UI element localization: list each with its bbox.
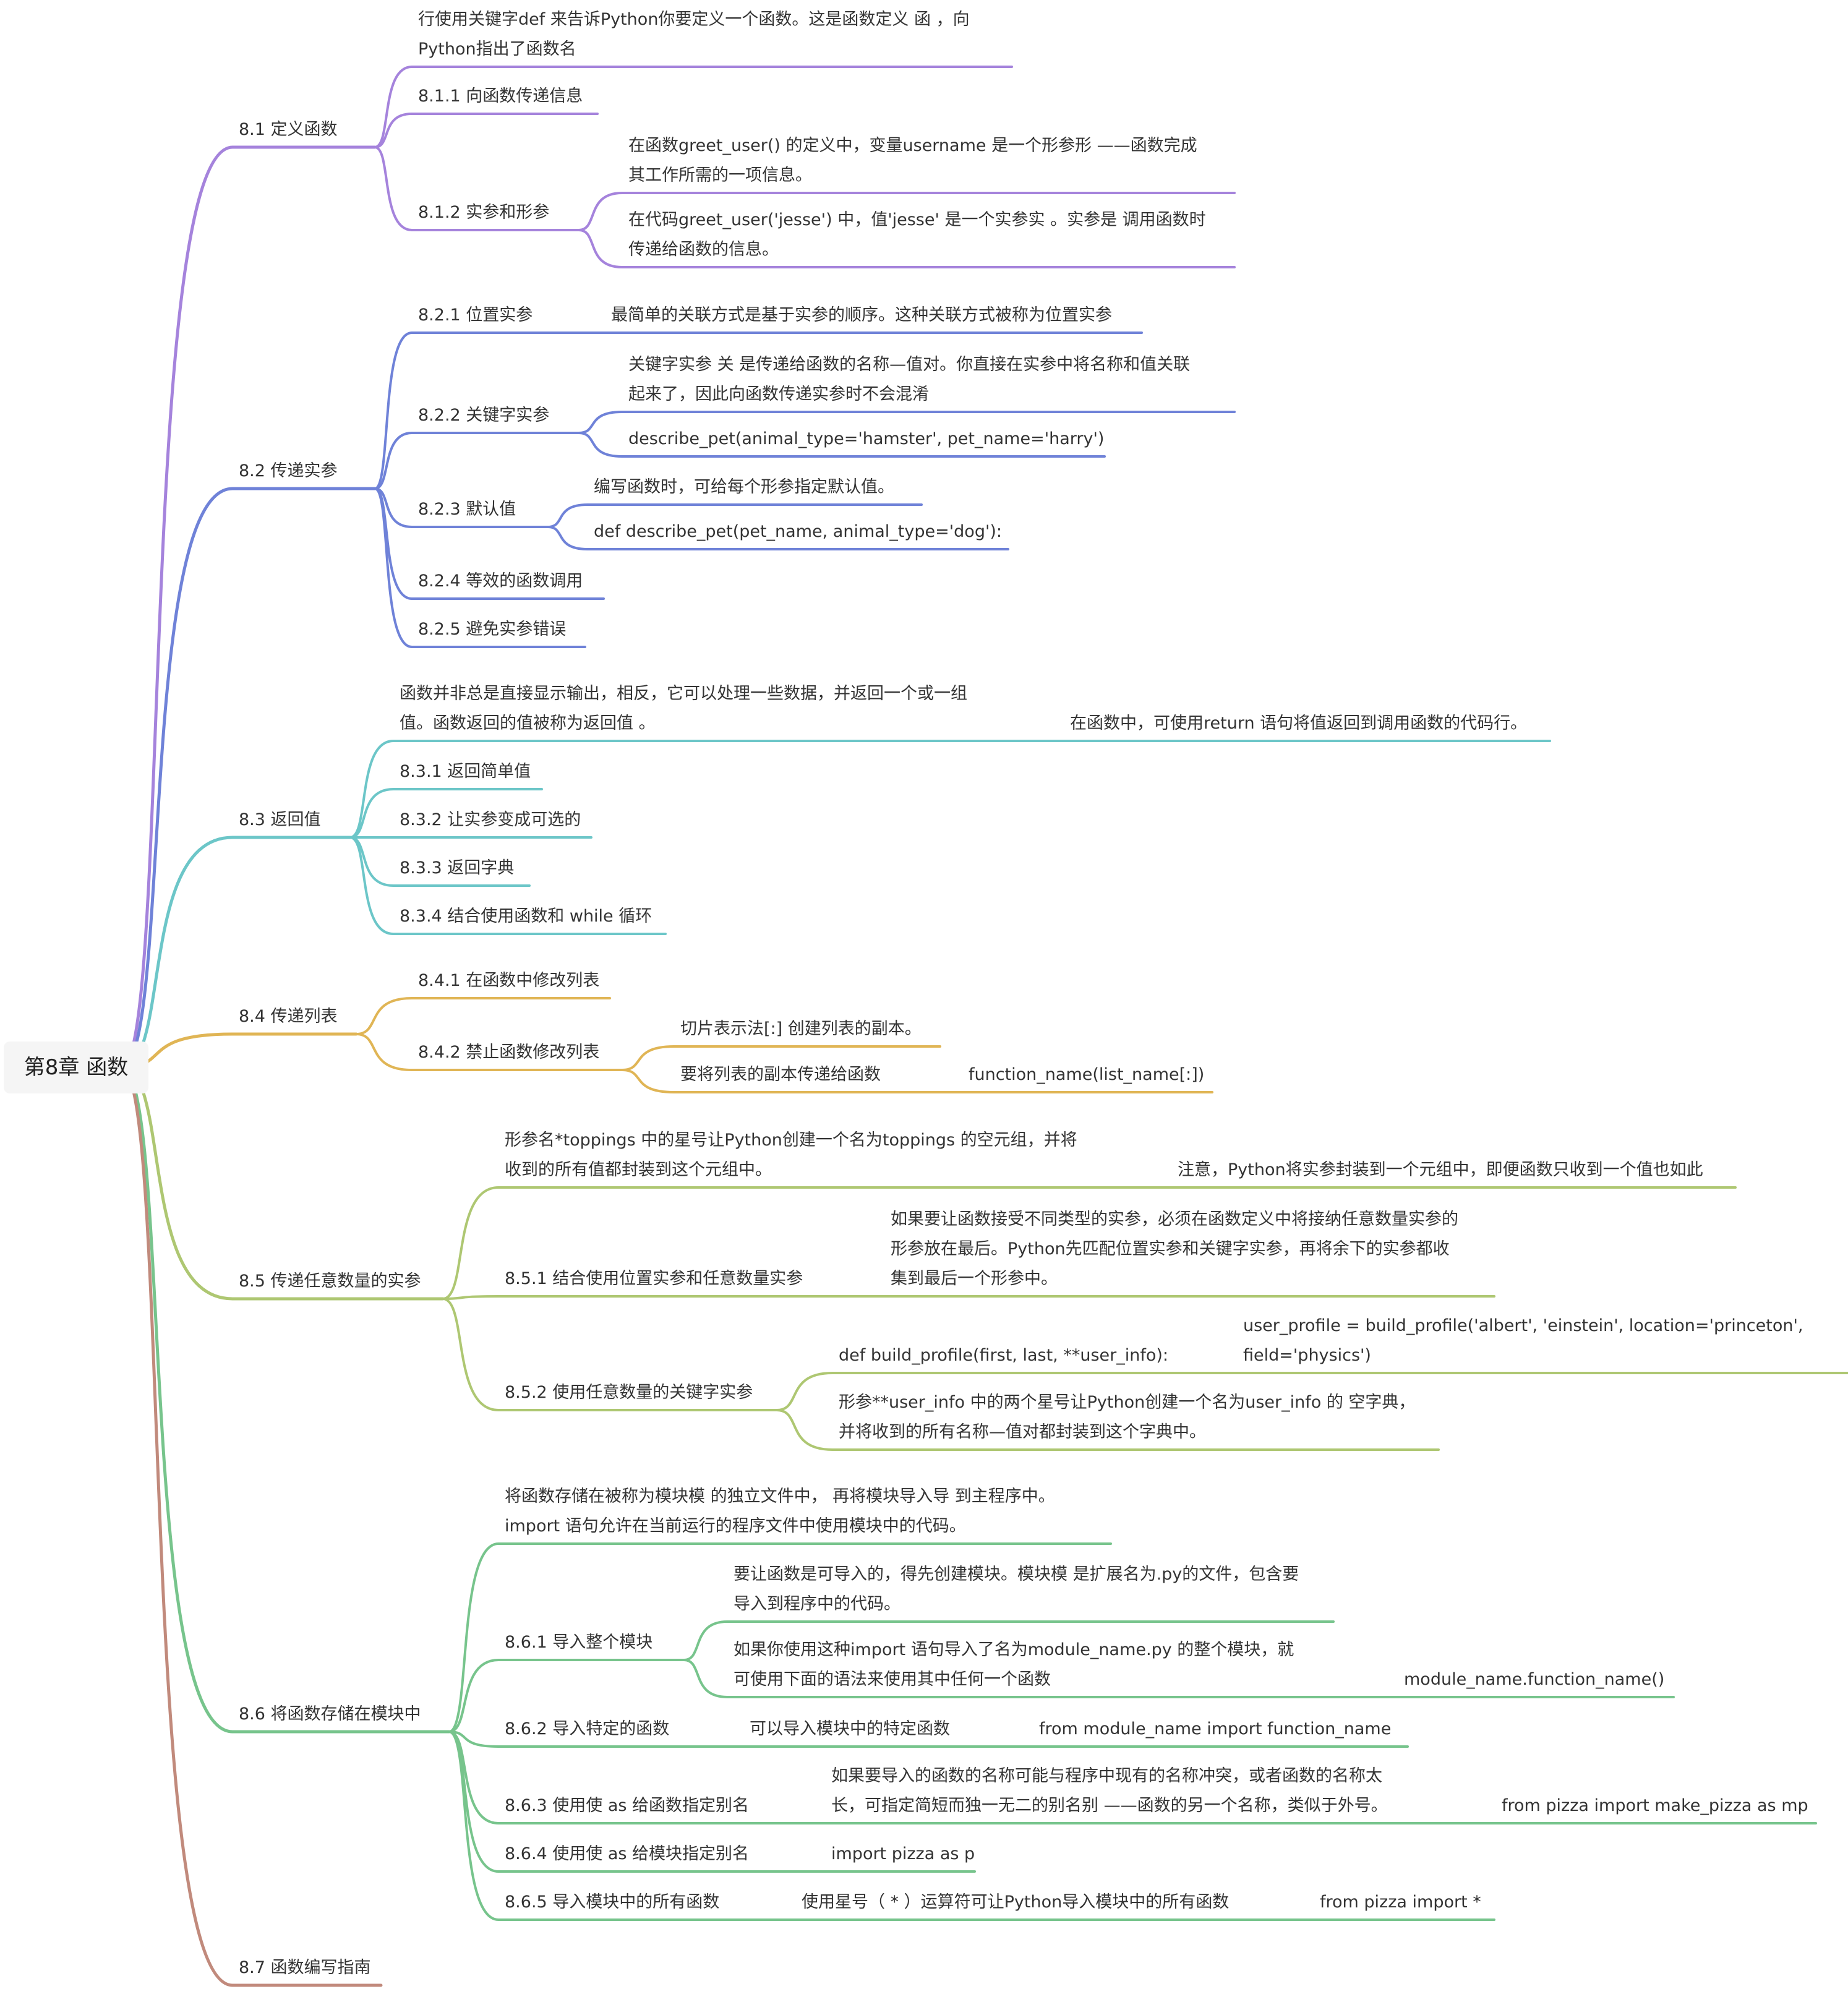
code-build-profile-def[interactable]: def build_profile(first, last, **user_in…: [839, 1346, 1168, 1365]
note-kwargs-dict[interactable]: 形参**user_info 中的两个星号让Python创建一个名为user_in…: [839, 1393, 1416, 1442]
subtopic-8-2-1[interactable]: 8.2.1 位置实参: [418, 306, 533, 325]
note-import-all[interactable]: 使用星号（ * ）运算符可让Python导入模块中的所有函数: [802, 1893, 1230, 1912]
connector-s3b: [349, 788, 395, 839]
connector-s6f: [448, 1730, 500, 1921]
connector-s7: [119, 1066, 234, 1987]
note-parameter[interactable]: 在函数greet_user() 的定义中，变量username 是一个形参形 —…: [628, 136, 1197, 185]
subtopic-8-5-2[interactable]: 8.5.2 使用任意数量的关键字实参: [505, 1383, 753, 1402]
note-arbitrary-last[interactable]: 如果要让函数接受不同类型的实参，必须在函数定义中将接纳任意数量实参的 形参放在最…: [891, 1210, 1458, 1288]
note-pass-copy[interactable]: 要将列表的副本传递给函数: [680, 1065, 881, 1084]
connector-s1b: [374, 113, 413, 148]
connector-s2b: [374, 432, 413, 490]
connector-s2a: [374, 332, 413, 490]
connector-s4a: [355, 997, 413, 1035]
connector-s5c1: [776, 1372, 834, 1411]
connector-s4b: [355, 1033, 413, 1071]
subtopic-8-2-4[interactable]: 8.2.4 等效的函数调用: [418, 571, 583, 591]
code-describe-pet-def[interactable]: def describe_pet(pet_name, animal_type='…: [594, 522, 1003, 541]
subtopic-8-5-intro[interactable]: 形参名*toppings 中的星号让Python创建一个名为toppings 的…: [505, 1131, 1077, 1179]
connector-s6: [119, 1066, 234, 1734]
note-return-statement[interactable]: 在函数中，可使用return 语句将值返回到调用函数的代码行。: [1070, 714, 1528, 733]
topic-8-1[interactable]: 8.1 定义函数: [239, 120, 338, 139]
note-import-specific[interactable]: 可以导入模块中的特定函数: [750, 1719, 950, 1739]
topic-8-7[interactable]: 8.7 函数编写指南: [239, 1958, 371, 1977]
code-module-function[interactable]: module_name.function_name(): [1404, 1670, 1665, 1689]
connector-s3e: [349, 836, 395, 935]
connector-s2c1: [547, 503, 589, 528]
connector-s2c2: [547, 526, 589, 550]
subtopic-8-1-1[interactable]: 8.1.1 向函数传递信息: [418, 87, 583, 106]
subtopic-8-2-5[interactable]: 8.2.5 避免实参错误: [418, 620, 567, 639]
subtopic-8-6-intro[interactable]: 将函数存储在被称为模块模 的独立文件中， 再将模块导入导 到主程序中。 impo…: [505, 1487, 1055, 1536]
subtopic-8-3-3[interactable]: 8.3.3 返回字典: [400, 858, 515, 878]
code-function-list-copy[interactable]: function_name(list_name[:]): [969, 1065, 1205, 1084]
subtopic-8-2-2[interactable]: 8.2.2 关键字实参: [418, 406, 550, 425]
code-import-pizza-as-p[interactable]: import pizza as p: [831, 1844, 975, 1863]
connector-s5b: [442, 1295, 500, 1300]
subtopic-8-5-1[interactable]: 8.5.1 结合使用位置实参和任意数量实参: [505, 1269, 803, 1288]
note-import-module[interactable]: 如果你使用这种import 语句导入了名为module_name.py 的整个模…: [734, 1640, 1294, 1689]
subtopic-8-2-3[interactable]: 8.2.3 默认值: [418, 500, 516, 519]
subtopic-8-6-4[interactable]: 8.6.4 使用使 as 给模块指定别名: [505, 1844, 750, 1863]
subtopic-8-1-2[interactable]: 8.1.2 实参和形参: [418, 203, 550, 222]
code-import-as-mp[interactable]: from pizza import make_pizza as mp: [1502, 1796, 1808, 1815]
connector-s2e: [374, 487, 413, 648]
connector-s1: [119, 145, 234, 1069]
subtopic-8-4-1[interactable]: 8.4.1 在函数中修改列表: [418, 971, 600, 990]
note-positional-args[interactable]: 最简单的关联方式是基于实参的顺序。这种关联方式被称为位置实参: [611, 306, 1112, 325]
subtopic-8-4-2[interactable]: 8.4.2 禁止函数修改列表: [418, 1043, 600, 1062]
subtopic-8-3-intro[interactable]: 函数并非总是直接显示输出，相反，它可以处理一些数据，并返回一个或一组 值。函数返…: [400, 684, 967, 733]
topic-8-6[interactable]: 8.6 将函数存储在模块中: [239, 1705, 421, 1724]
connector-s5c2: [776, 1409, 834, 1451]
subtopic-8-3-2[interactable]: 8.3.2 让实参变成可选的: [400, 810, 581, 829]
connector-s6b: [448, 1659, 500, 1733]
connector-s6a: [448, 1542, 500, 1733]
subtopic-8-6-5[interactable]: 8.6.5 导入模块中的所有函数: [505, 1893, 720, 1912]
connector-s2b2: [578, 432, 623, 458]
connector-s1c: [374, 146, 413, 231]
connector-s1a: [374, 66, 413, 148]
subtopic-8-6-1[interactable]: 8.6.1 导入整个模块: [505, 1633, 653, 1652]
connector-s4b1: [621, 1045, 675, 1071]
root-topic[interactable]: 第8章 函数: [4, 1042, 148, 1093]
connector-s6c: [448, 1730, 500, 1748]
subtopic-8-3-1[interactable]: 8.3.1 返回简单值: [400, 762, 531, 781]
connector-s1c1: [578, 192, 623, 231]
connector-s6b1: [683, 1620, 729, 1661]
note-default-values[interactable]: 编写函数时，可给每个形参指定默认值。: [594, 477, 894, 497]
connector-s5a: [442, 1186, 500, 1300]
note-tuple-packing[interactable]: 注意，Python将实参封装到一个元组中，即便函数只收到一个值也如此: [1178, 1160, 1703, 1179]
subtopic-8-1-intro[interactable]: 行使用关键字def 来告诉Python你要定义一个函数。这是函数定义 函 ，向 …: [418, 10, 970, 59]
note-create-module[interactable]: 要让函数是可导入的，得先创建模块。模块模 是扩展名为.py的文件，包含要 导入到…: [734, 1565, 1299, 1614]
connector-s2: [119, 487, 234, 1069]
note-argument[interactable]: 在代码greet_user('jesse') 中，值'jesse' 是一个实参实…: [628, 210, 1206, 259]
connector-s3a: [349, 740, 395, 839]
connector-s2b1: [578, 411, 623, 434]
note-slice-copy[interactable]: 切片表示法[:] 创建列表的副本。: [680, 1019, 922, 1038]
subtopic-8-6-3[interactable]: 8.6.3 使用使 as 给函数指定别名: [505, 1796, 750, 1815]
connector-s2d: [374, 487, 413, 600]
topic-8-5[interactable]: 8.5 传递任意数量的实参: [239, 1272, 421, 1291]
note-keyword-args[interactable]: 关键字实参 关 是传递给函数的名称—值对。你直接在实参中将名称和值关联 起来了，…: [628, 355, 1191, 404]
connector-s6b2: [683, 1659, 729, 1698]
connector-s1c2: [578, 229, 623, 268]
topic-8-2[interactable]: 8.2 传递实参: [239, 461, 338, 481]
code-build-profile-call[interactable]: user_profile = build_profile('albert', '…: [1243, 1316, 1803, 1365]
connector-s4b2: [621, 1069, 675, 1093]
subtopic-8-3-4[interactable]: 8.3.4 结合使用函数和 while 循环: [400, 907, 652, 926]
topic-8-4[interactable]: 8.4 传递列表: [239, 1007, 338, 1026]
code-import-star[interactable]: from pizza import *: [1320, 1893, 1481, 1912]
note-function-alias[interactable]: 如果要导入的函数的名称可能与程序中现有的名称冲突，或者函数的名称太 长，可指定简…: [831, 1766, 1388, 1815]
subtopic-8-6-2[interactable]: 8.6.2 导入特定的函数: [505, 1719, 670, 1739]
connector-s5c: [442, 1298, 500, 1411]
code-describe-pet-call[interactable]: describe_pet(animal_type='hamster', pet_…: [628, 429, 1105, 448]
code-from-import[interactable]: from module_name import function_name: [1039, 1719, 1392, 1739]
topic-8-3[interactable]: 8.3 返回值: [239, 810, 321, 829]
